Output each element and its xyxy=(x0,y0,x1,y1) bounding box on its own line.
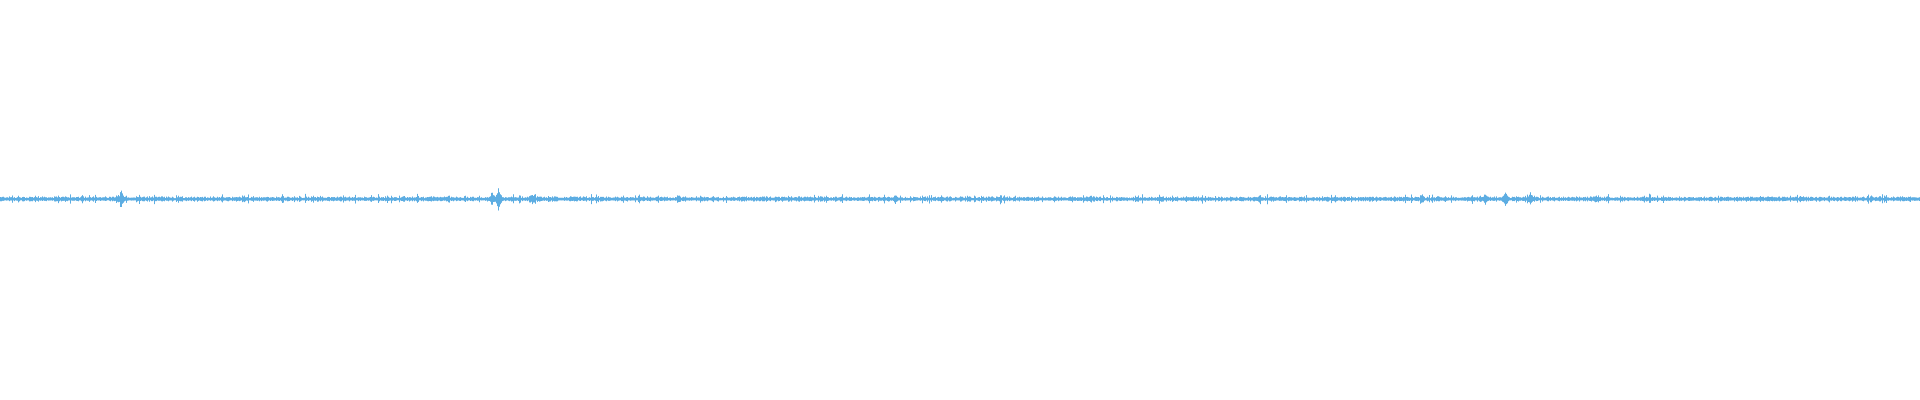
waveform[interactable] xyxy=(0,0,1920,400)
audio-waveform-view[interactable] xyxy=(0,0,1920,400)
